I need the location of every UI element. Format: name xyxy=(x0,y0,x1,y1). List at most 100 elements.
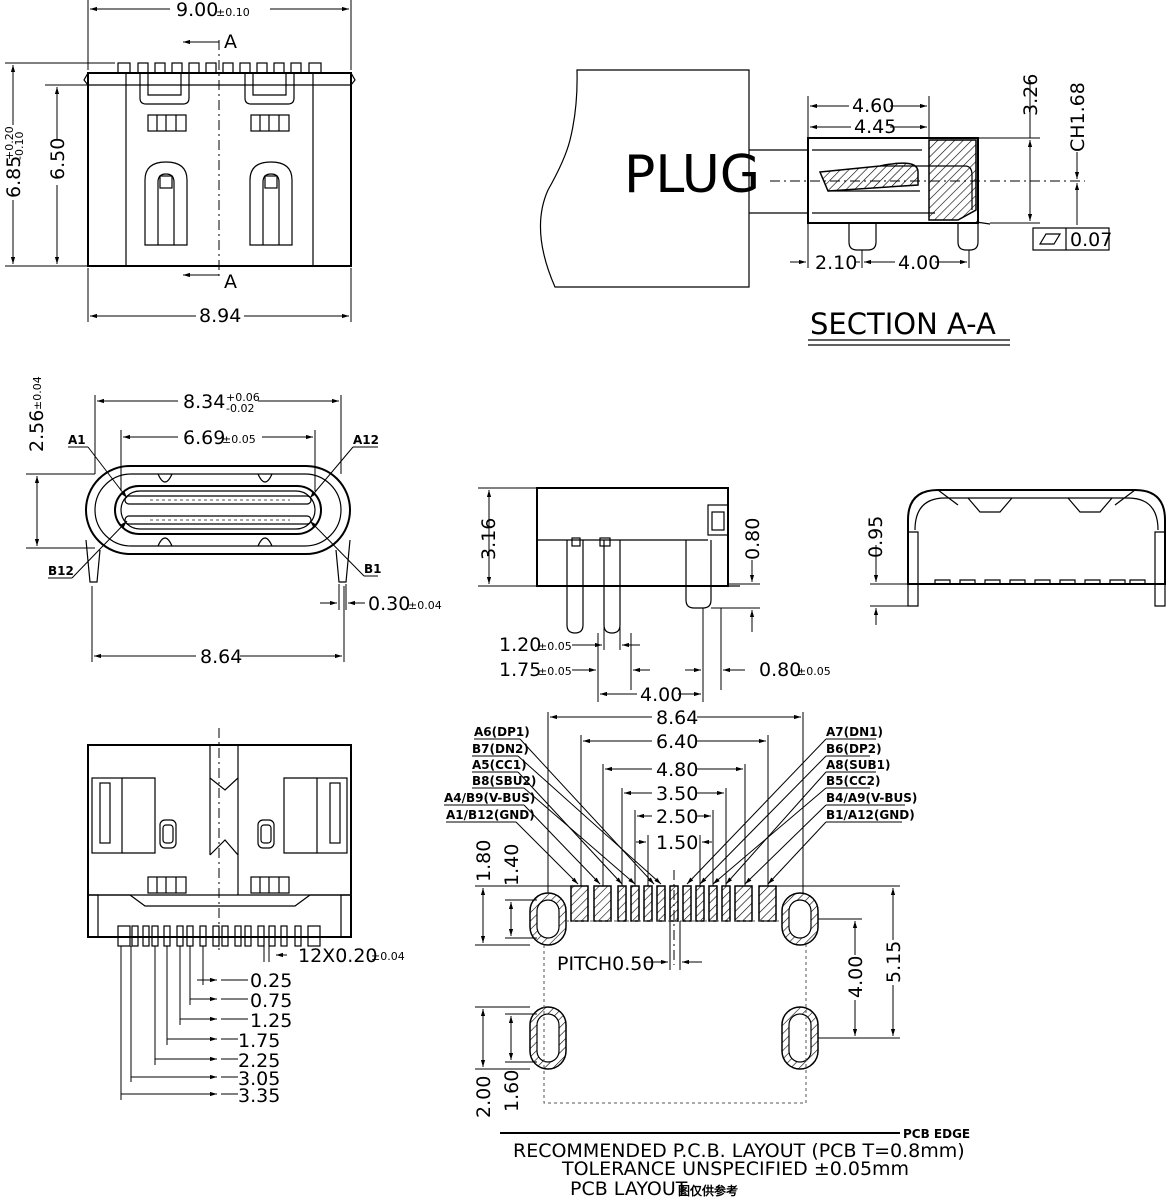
flatness-callout: 0.07 xyxy=(1032,227,1112,251)
dim-text: 2.00 xyxy=(473,1076,495,1118)
pin-label: A1/B12(GND) xyxy=(446,808,535,822)
pin-label: A7(DN1) xyxy=(826,725,883,739)
section-marker-label: A xyxy=(224,31,237,53)
dim-text: 4.00 xyxy=(898,252,940,274)
dim-width-bottom: 8.94 xyxy=(87,268,352,327)
dim-tolerance: ±0.04 xyxy=(408,599,442,612)
note-text: PCB LAYOUT xyxy=(570,1178,688,1200)
dim-text: 0.30 xyxy=(368,593,410,615)
top-view-spring-contacts xyxy=(144,161,293,246)
pcb-pitch: PITCH0.50 xyxy=(557,921,702,975)
pin-label-a1: A1 xyxy=(68,433,86,447)
note-text: RECOMMENDED P.C.B. LAYOUT (PCB T=0.8mm) xyxy=(513,1140,965,1162)
dim-tolerance: +0.06 xyxy=(226,391,260,404)
dim-offset: 3.05 xyxy=(238,1068,280,1090)
dim-height-inner: 6.50 xyxy=(45,84,88,264)
dim-tolerance: ±0.05 xyxy=(797,665,831,678)
dim-text: 1.20 xyxy=(499,634,541,656)
pcb-top-dims: 8.64 6.40 4.80 3.50 2.50 1.50 xyxy=(547,707,804,893)
dim-text: 6.85 xyxy=(3,156,25,198)
pin-label-b12: B12 xyxy=(48,564,74,578)
dim-text: 4.80 xyxy=(656,759,698,781)
dim-offset: 3.35 xyxy=(238,1085,280,1107)
dim-text: 6.50 xyxy=(47,138,69,180)
dim-316: 3.16 xyxy=(478,487,537,587)
dim-text: 1.40 xyxy=(501,844,523,886)
pin-label: B8(SBU2) xyxy=(472,774,536,788)
dim-text: 0.95 xyxy=(865,516,887,558)
pcb-notes: RECOMMENDED P.C.B. LAYOUT (PCB T=0.8mm) … xyxy=(513,1140,965,1200)
dim-height-outer: 6.85 +0.20 -0.10 xyxy=(3,62,115,267)
dim-text: 8.64 xyxy=(656,707,698,729)
dim-text: 8.34 xyxy=(183,391,225,413)
pcb-layout: 8.64 6.40 4.80 3.50 2.50 1.50 A6(DP1) B7… xyxy=(444,707,970,1200)
dim-width-top: 9.00 ±0.10 xyxy=(87,0,352,70)
dim-tolerance: ±0.04 xyxy=(371,950,405,963)
dim-445: 4.45 xyxy=(810,116,927,138)
pcb-right-dims: 4.00 5.15 xyxy=(776,885,905,1039)
top-view-slots xyxy=(147,114,290,132)
dim-text: 12X0.20 xyxy=(298,945,378,967)
pin-callouts: A1 A12 B12 B1 xyxy=(48,433,382,579)
dim-text: 0.80 xyxy=(759,659,801,681)
dim-669: 6.69 ±0.05 xyxy=(120,427,316,491)
dim-080-horizontal: 0.80 ±0.05 xyxy=(685,608,831,702)
dim-834: 8.34 +0.06 -0.02 xyxy=(94,391,342,474)
dim-tolerance: ±0.05 xyxy=(538,640,572,653)
dim-pins: 12X0.20 ±0.04 xyxy=(263,945,405,967)
dim-offset: 1.25 xyxy=(250,1010,292,1032)
dim-text: 2.56 xyxy=(26,410,48,452)
pin-label: A8(SUB1) xyxy=(826,758,891,772)
dim-400: 4.00 xyxy=(864,252,967,274)
receptacle-section xyxy=(770,137,1085,251)
pcb-edge: PCB EDGE xyxy=(500,1127,970,1141)
dim-text: 2.50 xyxy=(656,806,698,828)
section-marker-bottom: A xyxy=(183,271,237,293)
section-marker-label: A xyxy=(224,271,237,293)
dim-text: PITCH0.50 xyxy=(557,953,654,975)
dim-text: 1.80 xyxy=(473,840,495,882)
pcb-pin-callouts-right: A7(DN1) B6(DP2) A8(SUB1) B5(CC2) B4/A9(V… xyxy=(686,725,917,885)
dim-text: 6.40 xyxy=(656,731,698,753)
dim-tolerance: -0.02 xyxy=(226,402,254,415)
dim-text: 9.00 xyxy=(176,0,218,21)
dim-text: 4.00 xyxy=(845,956,867,998)
dim-tolerance: ±0.10 xyxy=(216,6,250,19)
dim-210: 2.10 xyxy=(790,223,970,274)
dim-tolerance: ±0.05 xyxy=(222,433,256,446)
dim-text: 4.00 xyxy=(640,684,682,706)
bottom-view: 12X0.20 ±0.04 0.25 0.75 1.25 1.75 2.25 xyxy=(87,728,405,1107)
dim-offset: 2.25 xyxy=(238,1050,280,1072)
top-view: A A 9.00 ±0.10 8.94 6.85 +0.20 -0.10 xyxy=(3,0,356,327)
pin-label: A5(CC1) xyxy=(472,758,527,772)
dim-text: 4.60 xyxy=(852,95,894,117)
rear-view-body xyxy=(907,489,1166,607)
front-view: 8.34 +0.06 -0.02 6.69 ±0.05 2.56 ±0.04 8… xyxy=(26,376,442,668)
dim-text: 6.69 xyxy=(183,427,225,449)
pcb-edge-label: PCB EDGE xyxy=(903,1127,970,1141)
dim-095: 0.95 xyxy=(865,516,908,625)
dim-tolerance: ±0.04 xyxy=(31,376,44,410)
dim-text: 1.60 xyxy=(501,1070,523,1112)
dim-text: 5.15 xyxy=(883,941,905,983)
dim-tolerance: ±0.05 xyxy=(538,665,572,678)
dim-tolerance: -0.10 xyxy=(13,132,26,160)
dim-080-vertical: 0.80 xyxy=(711,518,764,632)
pin-label: A6(DP1) xyxy=(474,725,530,739)
pin-label: B1/A12(GND) xyxy=(826,808,915,822)
dim-400: 4.00 xyxy=(600,684,701,706)
dim-tolerance: +0.20 xyxy=(3,126,16,160)
pin-label-a12: A12 xyxy=(353,433,379,447)
flatness-icon xyxy=(1038,233,1062,245)
dim-text: 3.50 xyxy=(656,783,698,805)
pin-label: B5(CC2) xyxy=(826,774,880,788)
dim-text: CH1.68 xyxy=(1067,82,1089,152)
dim-120: 1.20 ±0.05 xyxy=(499,625,640,656)
bottom-view-body xyxy=(87,728,352,950)
dim-offset: 0.75 xyxy=(250,990,292,1012)
side-view-body xyxy=(536,487,740,634)
dim-text: 4.45 xyxy=(854,116,896,138)
pcb-pads xyxy=(529,870,819,1104)
top-view-body xyxy=(83,40,356,280)
